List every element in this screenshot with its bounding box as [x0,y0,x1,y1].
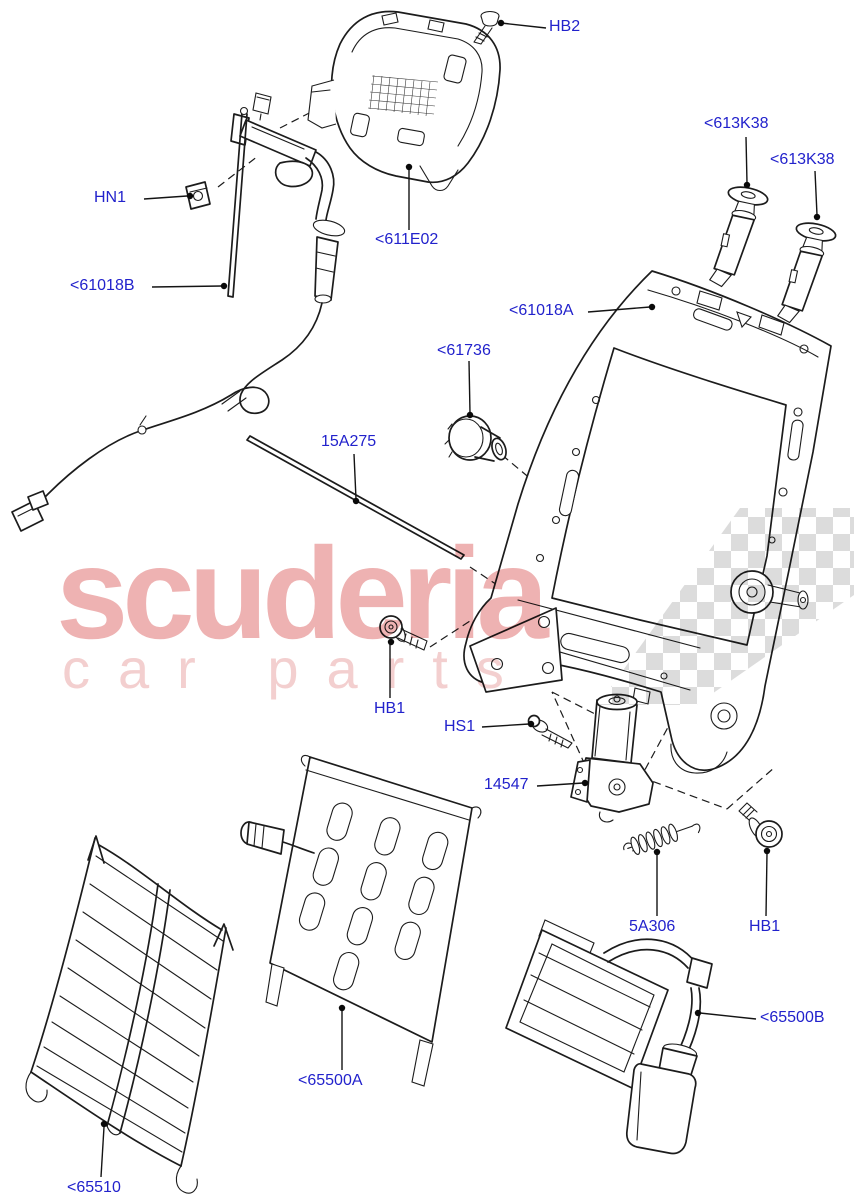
part-heater-mat-65500a [240,754,482,1087]
part-label-61736[interactable]: <61736 [437,342,491,359]
part-label-65500a[interactable]: <65500A [298,1072,363,1089]
watermark-subtitle-text: car parts [62,637,532,700]
part-label-14547[interactable]: 14547 [484,776,529,793]
part-label-61018a[interactable]: <61018A [509,302,574,319]
part-wiring-harness [11,302,323,532]
part-label-613k38-1[interactable]: <613K38 [704,115,769,132]
part-label-hb1-low[interactable]: HB1 [749,918,781,935]
part-label-15a275[interactable]: 15A275 [321,433,377,450]
panel-grid-texture [367,74,439,117]
part-headrest-guide-613k38-left [708,186,769,288]
part-suspension-grid-65510 [25,835,234,1194]
part-lumbar-panel-65500b [505,919,713,1155]
part-bolt-hb1-mid [379,615,428,651]
part-recliner-rod-61018b [227,106,249,298]
part-latch-handle-assembly [230,92,346,304]
part-label-hb1-mid[interactable]: HB1 [374,700,406,717]
part-label-611e02[interactable]: <611E02 [375,231,439,248]
part-knob-61736 [444,415,507,462]
part-label-613k38-2[interactable]: <613K38 [770,151,835,168]
part-label-hb2[interactable]: HB2 [549,18,581,35]
part-label-65500b[interactable]: <65500B [760,1009,825,1026]
part-bolt-hb1-bottom [738,802,783,848]
part-label-5a306[interactable]: 5A306 [629,918,676,935]
part-spring-5a306 [623,823,701,855]
part-headrest-guide-613k38-right [776,222,837,324]
part-label-hs1[interactable]: HS1 [444,718,476,735]
watermark-brand-text: scuderia [56,520,549,666]
part-screw-hb2 [473,10,500,45]
part-backrest-panel-611e02 [307,10,501,192]
leader-lines [100,19,821,1178]
part-recline-motor-14547 [570,687,654,823]
part-label-hn1[interactable]: HN1 [94,189,127,206]
part-screw-hs1 [527,714,573,749]
part-label-65510[interactable]: <65510 [67,1179,121,1196]
part-label-61018b[interactable]: <61018B [70,277,135,294]
part-clip-hn1 [185,181,211,210]
